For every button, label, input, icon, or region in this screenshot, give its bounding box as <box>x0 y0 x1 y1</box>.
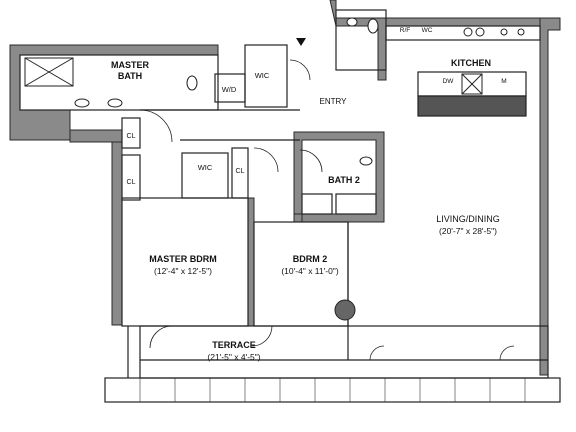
door-swing-entry <box>289 59 311 81</box>
sink-icon <box>107 98 123 108</box>
room-label-entry: ENTRY <box>320 97 348 106</box>
room-dim-bdrm2: (10'-4" x 11'-0") <box>281 266 338 276</box>
door-swing-terrace-2 <box>251 325 273 347</box>
room-dim-living: (20'-7" x 28'-5") <box>439 226 497 236</box>
room-label-terrace: TERRACE <box>212 340 256 350</box>
label-wd: W/D <box>222 85 237 94</box>
room-dim-terrace: (21'-5" x 4'-5") <box>207 352 260 362</box>
exterior-walls <box>9 0 561 376</box>
room-label-kitchen: KITCHEN <box>451 58 491 68</box>
sink-icon <box>346 17 358 27</box>
door-swings <box>139 59 515 361</box>
toilet-icon <box>367 18 379 34</box>
door-swing-bath2 <box>299 149 323 173</box>
door-swing-master-bath <box>139 109 173 143</box>
entry-arrow-icon <box>296 38 306 46</box>
terrace-grid <box>139 378 526 402</box>
room-dim-master-bdrm: (12'-4" x 12'-5") <box>154 266 212 276</box>
interior-lines <box>19 9 561 403</box>
door-swing-terrace-1 <box>149 325 173 349</box>
label-wic-master: WIC <box>255 71 270 80</box>
toilet-icon <box>186 75 198 91</box>
column-icon <box>334 299 356 321</box>
stove-burner-icon <box>463 27 473 37</box>
sink-icon <box>359 156 373 166</box>
door-swing-bdrm2 <box>253 147 279 173</box>
sink-icon <box>517 28 525 36</box>
door-swing-terrace-3 <box>369 345 385 361</box>
room-label-bdrm2: BDRM 2 <box>293 254 328 264</box>
door-swing-terrace-4 <box>499 345 515 361</box>
stove-burner-icon <box>475 27 485 37</box>
label-dw: DW <box>443 78 455 85</box>
label-rf: R/F <box>400 27 411 34</box>
label-cl-1: CL <box>127 133 136 140</box>
room-label-living: LIVING/DINING <box>436 214 500 224</box>
room-label-bath2: BATH 2 <box>328 175 360 185</box>
fixtures <box>24 17 525 321</box>
label-m: M <box>501 78 506 85</box>
sink-icon <box>74 98 90 108</box>
label-wc: WC <box>422 27 433 34</box>
label-cl-2: CL <box>127 179 136 186</box>
sink-icon <box>500 28 508 36</box>
label-cl-3: CL <box>236 168 245 175</box>
label-wic-small: WIC <box>198 163 213 172</box>
room-label-master-bdrm: MASTER BDRM <box>149 254 217 264</box>
